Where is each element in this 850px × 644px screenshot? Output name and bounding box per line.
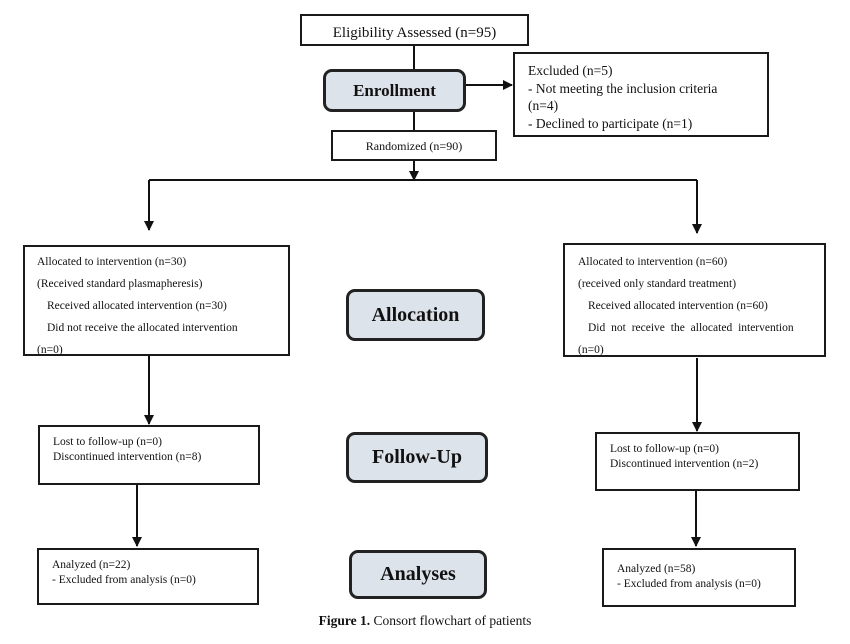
right-follow-up-line-2: Discontinued intervention (n=2) <box>610 458 759 470</box>
allocation-label: Allocation <box>371 303 460 326</box>
follow-up-label: Follow-Up <box>372 446 462 468</box>
left-follow-up-box: Lost to follow-up (n=0) Discontinued int… <box>38 425 260 485</box>
right-allocation-line-1: Allocated to intervention (n=60) <box>578 256 728 268</box>
right-allocation-line-2: (received only standard treatment) <box>578 278 737 290</box>
randomized-text: Randomized (n=90) <box>365 139 463 153</box>
figure-caption-text: Consort flowchart of patients <box>370 613 532 628</box>
left-analysis-box: Analyzed (n=22) - Excluded from analysis… <box>37 548 259 605</box>
allocation-stage: Allocation <box>346 289 485 341</box>
left-analysis-line-2: - Excluded from analysis (n=0) <box>52 574 196 586</box>
eligibility-box: Eligibility Assessed (n=95) <box>300 14 529 46</box>
left-allocation-line-2: (Received standard plasmapheresis) <box>37 278 203 290</box>
right-follow-up-line-1: Lost to follow-up (n=0) <box>610 443 720 455</box>
figure-caption-label: Figure 1. <box>318 613 371 628</box>
right-analysis-line-2: - Excluded from analysis (n=0) <box>617 578 761 590</box>
follow-up-stage: Follow-Up <box>346 432 488 483</box>
excluded-line-3: - Declined to participate (n=1) <box>528 115 693 131</box>
right-analysis-line-1: Analyzed (n=58) <box>617 563 696 575</box>
excluded-line-2: (n=4) <box>528 98 559 113</box>
analyses-label: Analyses <box>380 563 456 585</box>
left-allocation-line-4: Did not receive the allocated interventi… <box>47 322 238 334</box>
left-follow-up-line-2: Discontinued intervention (n=8) <box>53 451 202 463</box>
eligibility-text: Eligibility Assessed (n=95) <box>332 25 497 41</box>
right-allocation-box: Allocated to intervention (n=60) (receiv… <box>563 243 826 357</box>
enrollment-stage: Enrollment <box>323 69 466 112</box>
excluded-title: Excluded (n=5) <box>528 63 613 78</box>
excluded-line-1: - Not meeting the inclusion criteria <box>528 80 718 96</box>
randomized-box: Randomized (n=90) <box>331 130 497 161</box>
enrollment-label: Enrollment <box>353 80 436 100</box>
left-allocation-box: Allocated to intervention (n=30) (Receiv… <box>23 245 290 356</box>
right-allocation-line-4: Did not receive the allocated interventi… <box>588 322 794 334</box>
figure-caption: Figure 1. Consort flowchart of patients <box>0 613 850 629</box>
left-allocation-line-5: (n=0) <box>37 344 63 356</box>
right-analysis-box: Analyzed (n=58) - Excluded from analysis… <box>602 548 796 607</box>
right-follow-up-box: Lost to follow-up (n=0) Discontinued int… <box>595 432 800 491</box>
right-allocation-line-5: (n=0) <box>578 344 604 356</box>
left-analysis-line-1: Analyzed (n=22) <box>52 559 131 571</box>
analyses-stage: Analyses <box>349 550 487 599</box>
excluded-box: Excluded (n=5) - Not meeting the inclusi… <box>513 52 769 137</box>
right-allocation-line-3: Received allocated intervention (n=60) <box>588 300 768 312</box>
left-allocation-line-1: Allocated to intervention (n=30) <box>37 256 187 268</box>
left-allocation-line-3: Received allocated intervention (n=30) <box>47 300 227 312</box>
left-follow-up-line-1: Lost to follow-up (n=0) <box>53 436 163 448</box>
